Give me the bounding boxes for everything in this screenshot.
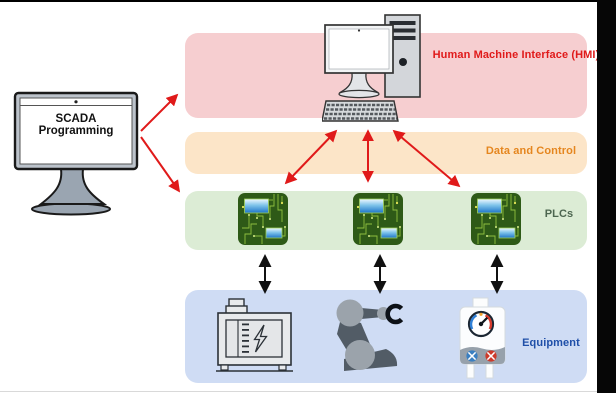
generator-icon (216, 298, 293, 372)
plc-circuit-board-icon (353, 193, 403, 245)
scada-monitor-icon (13, 91, 139, 216)
arrow-scada-to-plcs (140, 136, 181, 193)
boiler-icon (459, 297, 506, 379)
scada-station-label: SCADA Programming (38, 113, 114, 137)
bottom-divider-line (0, 391, 597, 392)
robot-arm-icon (336, 299, 404, 371)
arrow-scada-to-hmi (140, 93, 179, 132)
plc-circuit-board-icon (238, 193, 288, 245)
lightning-bolt-icon (253, 324, 268, 353)
data-and-control-layer-band (185, 132, 587, 174)
gripper-icon (385, 303, 404, 325)
data-and-control-layer-label: Data and Control (485, 145, 577, 157)
blue-valve-knob-icon (466, 350, 478, 362)
red-valve-knob-icon (485, 350, 497, 362)
desktop-computer-icon (322, 14, 421, 122)
equipment-layer-label: Equipment (522, 337, 580, 349)
right-black-strip (597, 0, 616, 393)
top-border-line (0, 0, 616, 2)
plcs-layer-label: PLCs (544, 208, 574, 220)
hmi-layer-label: Human Machine Interface (HMI) (432, 49, 600, 61)
gauge-icon (467, 310, 495, 338)
plc-circuit-board-icon (471, 193, 521, 245)
